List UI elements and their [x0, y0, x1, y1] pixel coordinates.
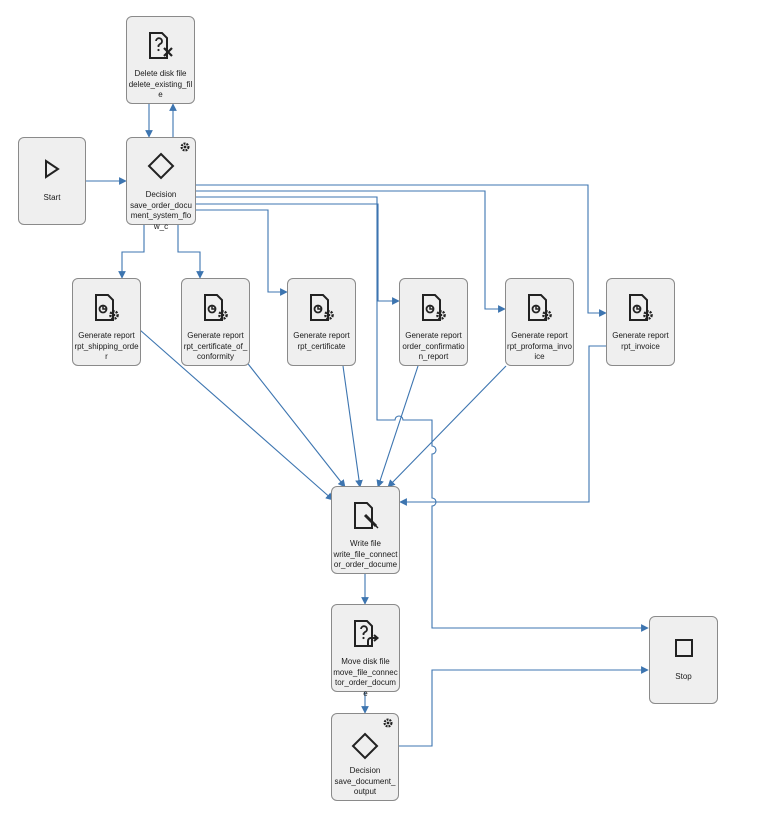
node-decision-save-order-document[interactable]: Decision save_order_document_system_flow… — [126, 137, 196, 231]
node-report-certificate-of-conformity[interactable]: Generate report rpt_certificate_of_confo… — [181, 278, 250, 366]
node-id-label: delete_existing_file — [128, 79, 193, 100]
report-gear-icon — [203, 294, 228, 321]
node-type-label: Generate report — [511, 331, 568, 340]
file-delete-icon — [148, 32, 173, 59]
gear-icon — [383, 718, 393, 728]
node-id-label: rpt_invoice — [621, 341, 660, 351]
node-report-shipping-order[interactable]: Generate report rpt_shipping_order — [72, 278, 141, 366]
node-id-label: move_file_connector_order_docume — [333, 667, 398, 698]
edge-decision-to-order-confirmation — [196, 203, 400, 305]
diamond-icon — [147, 152, 175, 180]
node-type-label: Decision — [349, 766, 381, 775]
edge-decision2-to-stop — [398, 666, 649, 747]
node-type-label: Start — [43, 193, 61, 202]
node-id-label: rpt_shipping_order — [74, 341, 139, 362]
node-type-label: Stop — [675, 672, 692, 681]
report-gear-icon — [527, 294, 552, 321]
node-move-disk-file[interactable]: Move disk file move_file_connector_order… — [331, 604, 400, 698]
edge-rpt-certificate-to-write — [342, 365, 363, 488]
node-type-label: Generate report — [187, 331, 244, 340]
play-icon — [45, 159, 60, 179]
edge-rpt-shipping-to-write — [139, 329, 334, 501]
edge-order-confirmation-to-write — [376, 365, 419, 488]
node-id-label: write_file_connector_order_docume — [333, 549, 398, 570]
node-id-label: save_document_output — [334, 776, 396, 797]
node-type-label: Write file — [350, 539, 381, 548]
node-type-label: Move disk file — [341, 657, 390, 666]
node-type-label: Decision — [145, 190, 177, 199]
report-gear-icon — [309, 294, 334, 321]
file-write-icon — [353, 502, 378, 529]
node-type-label: Generate report — [293, 331, 350, 340]
file-move-icon — [353, 620, 379, 647]
edge-decision-to-rpt-invoice — [196, 184, 607, 317]
node-id-label: save_order_document_system_flow_c — [130, 200, 192, 231]
stop-square-icon — [674, 639, 693, 657]
edge-decision-to-rpt-shipping-order — [118, 224, 145, 279]
edge-rpt-proforma-to-write — [387, 365, 507, 488]
node-id-label: rpt_proforma_invoice — [507, 341, 572, 362]
node-write-file[interactable]: Write file write_file_connector_order_do… — [331, 486, 400, 574]
edge-decision-to-rpt-certificate — [196, 209, 288, 296]
node-start[interactable]: Start — [18, 137, 86, 225]
edge-rpt-conformity-to-write — [244, 359, 346, 488]
node-type-label: Generate report — [405, 331, 462, 340]
node-report-proforma-invoice[interactable]: Generate report rpt_proforma_invoice — [505, 278, 574, 366]
node-report-order-confirmation[interactable]: Generate report order_confirmation_repor… — [399, 278, 468, 366]
report-gear-icon — [628, 294, 653, 321]
report-gear-icon — [421, 294, 446, 321]
edge-decision-to-rpt-proforma — [196, 190, 506, 313]
node-id-label: order_confirmation_report — [402, 341, 465, 362]
node-type-label: Delete disk file — [134, 69, 187, 78]
node-id-label: rpt_certificate_of_conformity — [183, 341, 248, 362]
node-decision-save-document-output[interactable]: Decision save_document_output — [331, 713, 399, 801]
node-report-invoice[interactable]: Generate report rpt_invoice — [606, 278, 675, 366]
report-gear-icon — [94, 294, 119, 321]
edge-decision-to-stop — [196, 196, 649, 632]
node-report-certificate[interactable]: Generate report rpt_certificate — [287, 278, 356, 366]
edge-rpt-invoice-to-write — [399, 345, 606, 506]
gear-icon — [180, 142, 190, 152]
node-stop[interactable]: Stop — [649, 616, 718, 704]
node-type-label: Generate report — [612, 331, 669, 340]
node-id-label: rpt_certificate — [297, 341, 346, 351]
diamond-icon — [351, 732, 379, 760]
node-delete-disk-file[interactable]: Delete disk file delete_existing_file — [126, 16, 195, 104]
edge-decision-to-rpt-certificate-of-conformity — [177, 224, 204, 279]
node-type-label: Generate report — [78, 331, 135, 340]
